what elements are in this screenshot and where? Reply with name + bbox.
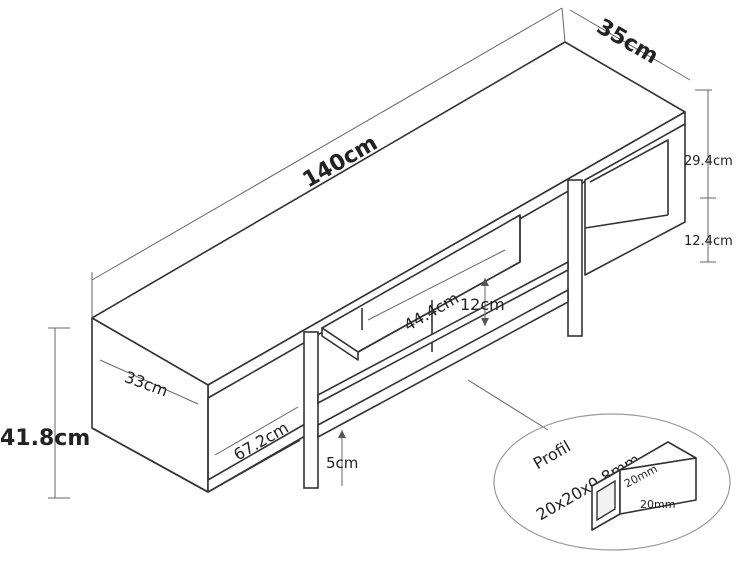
leg-right-front [567, 179, 583, 337]
right-end-box [584, 123, 686, 276]
upper-shelf-front [321, 327, 359, 361]
depth-label: 35cm [592, 14, 662, 69]
frame-bar-lower [317, 288, 569, 439]
right-box-shelf [584, 214, 669, 229]
profile-title: Profil [530, 437, 574, 473]
tube-side-face [619, 457, 697, 515]
callout-leader [467, 379, 549, 431]
tube-hollow [596, 479, 616, 522]
right-upper-height-label: 29.4cm [684, 154, 733, 169]
dimension-lines [48, 7, 716, 499]
cabinet-body [91, 41, 686, 493]
upper-shelf-height-label: 12cm [460, 295, 505, 314]
leg-left-front [303, 331, 319, 489]
height-label: 41.8cm [0, 426, 90, 451]
leg-clearance-label: 5cm [326, 454, 358, 472]
callout-ellipse [493, 413, 731, 551]
right-lower-height-label: 12.4cm [684, 234, 733, 249]
profile-callout: Profil 20x20x0.8mm 20mm 20mm [467, 379, 731, 551]
right-box-inner [589, 139, 669, 215]
profile-side-b: 20mm [640, 498, 675, 511]
upper-shelf-bottom [357, 261, 521, 353]
